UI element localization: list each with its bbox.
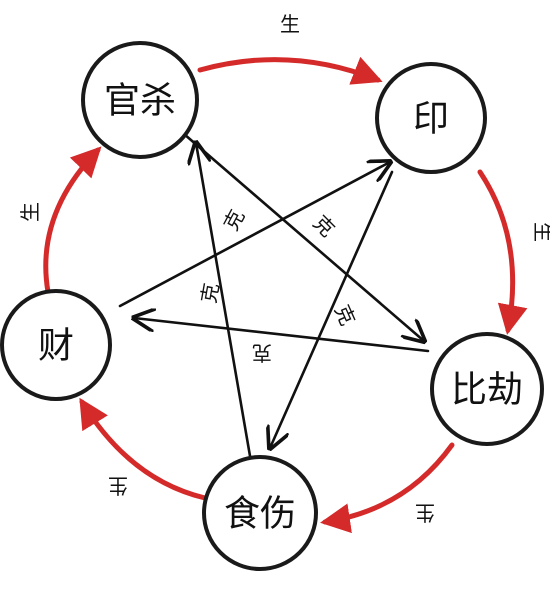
node-shishang: 食伤 bbox=[202, 455, 318, 571]
control-arrow-cai-to-yin bbox=[118, 162, 390, 308]
control-arrow-guansha-to-bijie bbox=[182, 132, 424, 341]
control-label-shishang-to-guansha: 克 bbox=[196, 281, 223, 305]
control-arrow-shishang-to-guansha bbox=[196, 143, 252, 458]
control-label-cai-to-yin: 克 bbox=[219, 206, 250, 235]
generate-label-cai-to-guansha: 生 bbox=[18, 202, 42, 222]
generate-arrow-cai-to-guansha bbox=[43, 146, 102, 295]
generate-label-yin-to-bijie: 生 bbox=[531, 222, 550, 242]
generate-label-shishang-to-cai: 生 bbox=[108, 474, 128, 498]
generate-arrow-bijie-to-shishang bbox=[320, 442, 455, 534]
node-label-shishang: 食伤 bbox=[224, 494, 296, 535]
node-label-yin: 印 bbox=[413, 99, 449, 140]
generate-label-bijie-to-shishang: 生 bbox=[415, 501, 435, 525]
generate-arrow-yin-to-bijie bbox=[477, 169, 528, 335]
generate-arrow-guansha-to-yin bbox=[197, 56, 383, 85]
control-arrow-yin-to-shishang bbox=[270, 170, 394, 448]
generate-label-guansha-to-yin: 生 bbox=[280, 12, 300, 36]
control-label-guansha-to-bijie: 克 bbox=[308, 210, 339, 241]
node-yin: 印 bbox=[375, 62, 487, 174]
control-arrow-bijie-to-cai bbox=[134, 318, 430, 353]
generate-arrow-shishang-to-cai bbox=[79, 397, 208, 501]
node-guansha: 官杀 bbox=[81, 41, 199, 159]
node-label-bijie: 比劫 bbox=[451, 370, 523, 411]
control-label-bijie-to-cai: 克 bbox=[252, 341, 272, 365]
node-label-guansha: 官杀 bbox=[104, 81, 176, 122]
node-bijie: 比劫 bbox=[430, 332, 544, 446]
node-cai: 财 bbox=[0, 289, 112, 401]
node-label-cai: 财 bbox=[38, 326, 74, 367]
